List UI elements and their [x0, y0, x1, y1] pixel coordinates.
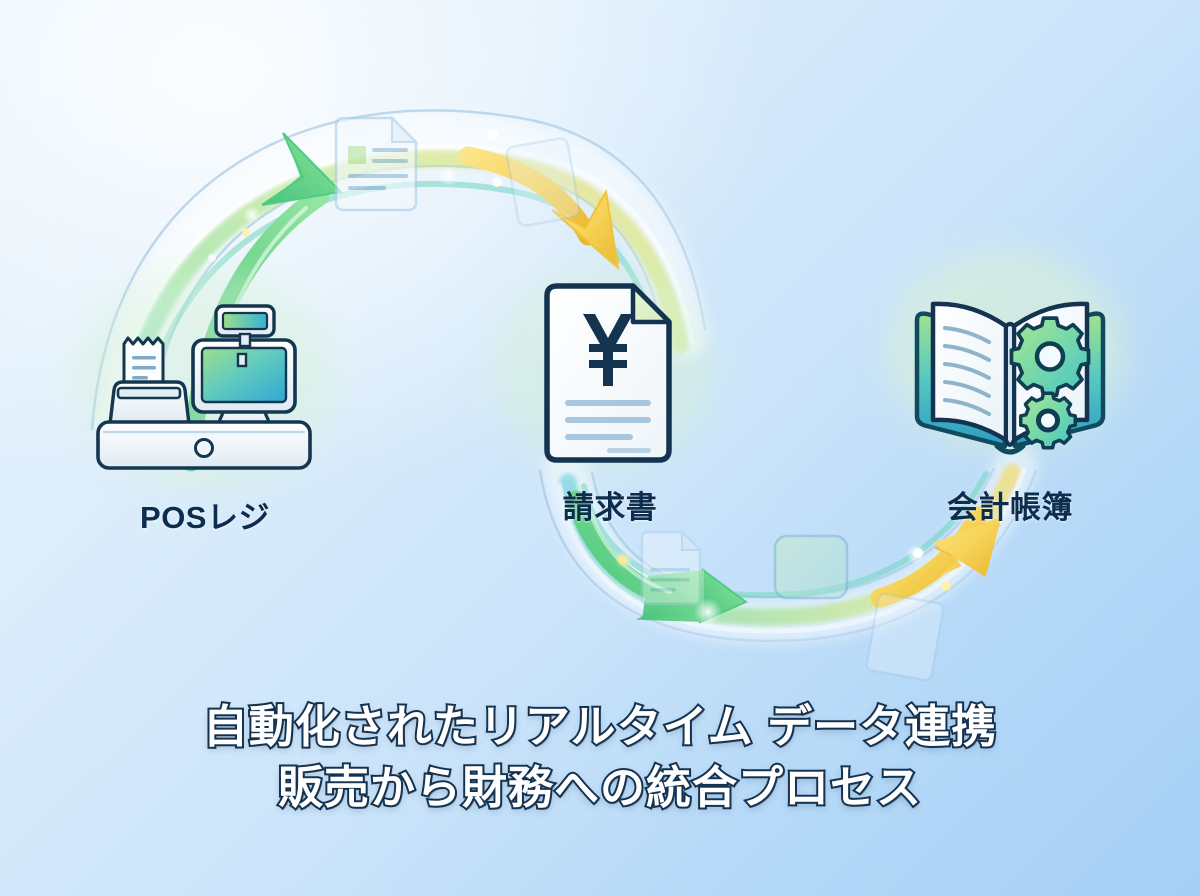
yen-symbol: [583, 314, 633, 386]
invoice-line: [565, 400, 651, 406]
book-bottom-curve: [994, 443, 1026, 455]
gear-small: [1019, 391, 1077, 450]
cash-drawer-base: [96, 420, 312, 470]
ghost-page-icon: [505, 137, 581, 227]
sparkle: [913, 548, 923, 558]
node-pos-register: POSレジ: [75, 288, 335, 537]
sparkle: [492, 177, 502, 187]
sparkle: [242, 228, 250, 236]
node-ledger-label: 会計帳簿: [947, 490, 1073, 525]
bottom-yellow-arrow: [870, 506, 1002, 608]
ledger-art: [880, 278, 1140, 468]
ghost-document-icon: [640, 529, 703, 606]
sparkle: [618, 556, 626, 564]
sparkle: [615, 551, 633, 569]
node-accounting-ledger: 会計帳簿: [880, 278, 1140, 527]
monitor: [191, 338, 297, 414]
customer-display: [214, 304, 276, 368]
sparkle: [488, 130, 498, 140]
ledger-page-lines: [943, 326, 991, 416]
sparkle: [694, 598, 722, 626]
ghost-page-icon: [865, 592, 945, 682]
invoice-document-icon: [544, 283, 672, 463]
caption-line-2: 販売から財務への統合プロセス: [276, 760, 923, 815]
node-invoice-label: 請求書: [562, 490, 658, 525]
book-page-left: [930, 301, 1009, 443]
invoice-line: [565, 434, 633, 440]
receipt-printer: [108, 380, 191, 426]
pos-register-icon: [96, 304, 312, 470]
invoice-folded-corner: [630, 283, 672, 325]
book-spine: [1004, 322, 1016, 447]
ghost-document-icon: [334, 115, 419, 212]
invoice-line: [565, 417, 651, 423]
pos-register-art: [75, 288, 335, 478]
top-yellow-arrow: [458, 146, 620, 271]
ledger-book-icon: [914, 301, 1106, 455]
caption-line-1: 自動化されたリアルタイム データ連携: [201, 699, 998, 754]
invoice-art: [480, 278, 740, 468]
sparkle: [438, 166, 458, 186]
sparkle: [208, 254, 216, 262]
gear-large: [1009, 316, 1091, 398]
ghost-square-icon: [773, 534, 849, 600]
caption-block: 自動化されたリアルタイム データ連携 販売から財務への統合プロセス: [0, 699, 1200, 816]
invoice-line: [607, 448, 651, 453]
node-invoice: 請求書: [480, 278, 740, 527]
sparkle: [941, 581, 951, 591]
node-pos-register-label: POSレジ: [140, 500, 270, 535]
sparkle: [906, 544, 926, 564]
sparkle: [243, 206, 261, 224]
